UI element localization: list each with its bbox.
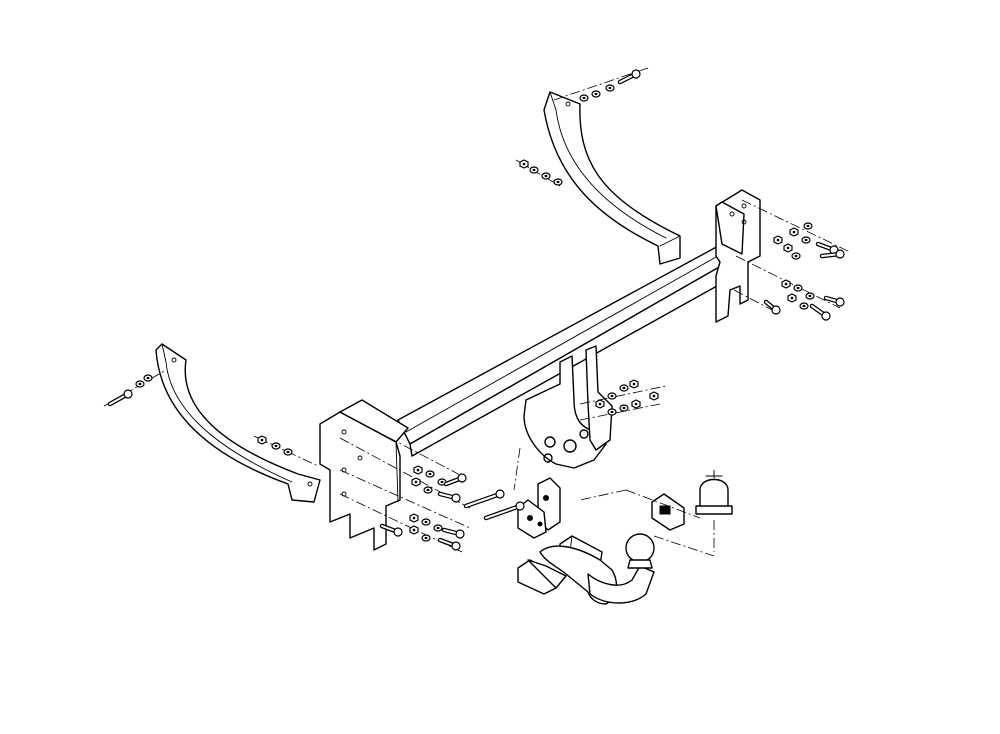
nut-hole	[792, 230, 796, 234]
washer-hole	[622, 406, 626, 410]
washer-hole	[556, 180, 560, 184]
bolt-head	[835, 297, 845, 307]
left-mounting-plate	[319, 399, 409, 551]
washer-hole	[806, 224, 810, 228]
washer-hole	[428, 472, 432, 476]
washer-hole	[424, 536, 428, 540]
washer-hole	[274, 444, 278, 448]
nut-hole	[414, 480, 418, 484]
nut-hole	[598, 402, 602, 406]
socket-cover	[695, 471, 733, 515]
washer-hole	[804, 238, 808, 242]
bolt-head	[123, 389, 133, 399]
nut-hole	[632, 382, 636, 386]
nut-hole	[652, 394, 656, 398]
washer-hole	[610, 410, 614, 414]
bolt-head	[631, 69, 641, 79]
bolt-head	[455, 529, 465, 539]
nut-hole	[412, 528, 416, 532]
washer-hole	[532, 168, 536, 172]
right-mounting-plate	[715, 189, 761, 323]
nut-hole	[790, 296, 794, 300]
wiring-socket	[651, 493, 685, 531]
bolt-head	[393, 527, 403, 537]
bolt-head	[457, 473, 467, 483]
bolt-head	[515, 501, 525, 511]
nut-hole	[634, 402, 638, 406]
washer-hole	[608, 86, 612, 90]
nut-hole	[260, 438, 264, 442]
washer-hole	[424, 520, 428, 524]
washer-hole	[544, 174, 548, 178]
washer-hole	[426, 488, 430, 492]
washer-hole	[808, 294, 812, 298]
washer-hole	[622, 386, 626, 390]
nut-hole	[776, 238, 780, 242]
bolt-head	[821, 311, 831, 321]
nut-hole	[786, 246, 790, 250]
washer-hole	[436, 526, 440, 530]
washer-hole	[138, 382, 142, 386]
washer-hole	[582, 96, 586, 100]
socket-mounting-plate	[517, 477, 561, 539]
nut-hole	[784, 282, 788, 286]
nut-hole	[416, 468, 420, 472]
bolt-head	[451, 493, 461, 503]
right-side-bracket	[543, 91, 681, 265]
nut-hole	[412, 516, 416, 520]
bolt-head	[835, 249, 845, 259]
bolt-head	[451, 541, 461, 551]
washer-hole	[440, 480, 444, 484]
washer-hole	[610, 394, 614, 398]
leader-lines	[103, 67, 851, 557]
center-ball-mount-bracket	[523, 345, 613, 469]
bolt-head	[771, 305, 781, 315]
washer-hole	[802, 304, 806, 308]
washer-hole	[146, 376, 150, 380]
bolt-head	[495, 489, 505, 499]
fastener-groups	[107, 69, 845, 551]
bolt-shank-inner	[465, 493, 501, 507]
bolt-shank-inner	[485, 505, 521, 519]
washer-hole	[286, 450, 290, 454]
washer-hole	[594, 92, 598, 96]
tow-ball	[539, 533, 655, 605]
washer-hole	[794, 254, 798, 258]
washer-hole	[796, 286, 800, 290]
left-side-bracket	[155, 343, 321, 503]
nut-hole	[522, 162, 526, 166]
